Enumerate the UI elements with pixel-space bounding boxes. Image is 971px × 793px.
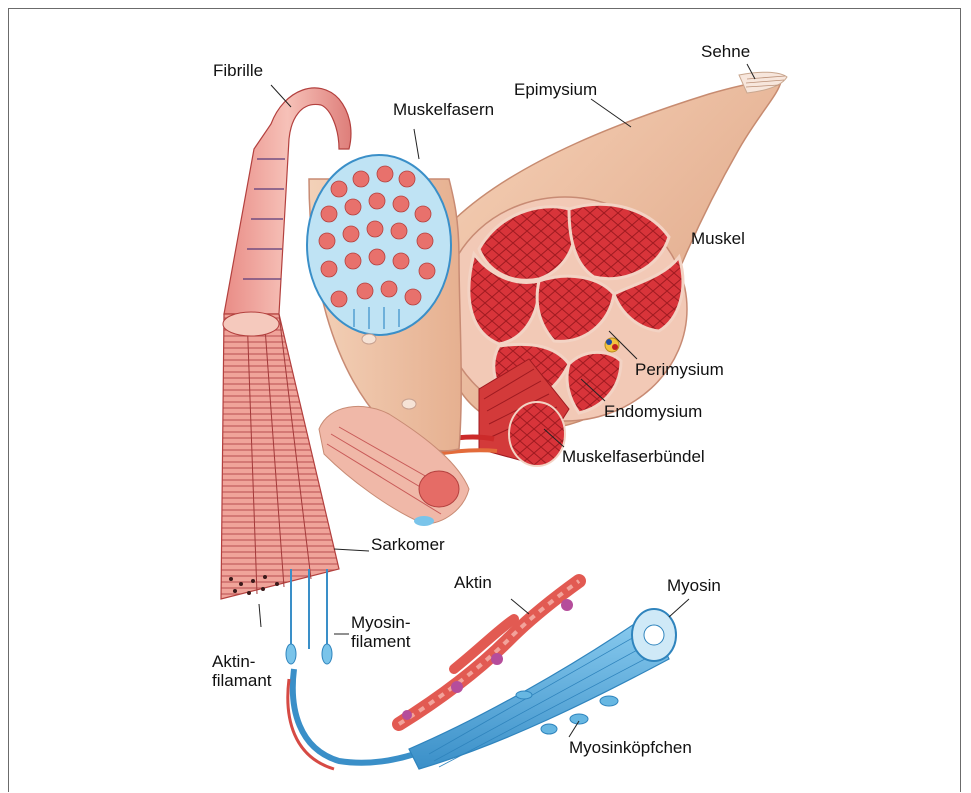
label-aktin: Aktin [454,573,492,592]
label-aktinfilamant-line1: Aktin- [212,652,272,671]
label-myosinfilament-line1: Myosin- [351,613,411,632]
label-myosinfilament: Myosin- filament [351,613,411,651]
muscle-anatomy-illustration [9,9,962,793]
label-sehne: Sehne [701,42,750,61]
muscle-fiber [307,155,461,451]
label-epimysium: Epimysium [514,80,597,99]
label-muskelfaserbuendel: Muskelfaserbündel [562,447,705,466]
label-myosinfilament-line2: filament [351,632,411,651]
label-fibrille: Fibrille [213,61,263,80]
label-endomysium: Endomysium [604,402,702,421]
label-myosinkoepfchen: Myosinköpfchen [569,738,692,757]
muscle-whole [443,72,787,429]
label-aktinfilamant: Aktin- filamant [212,652,272,690]
label-aktinfilamant-line2: filamant [212,671,272,690]
figure-frame: Sehne Fibrille Epimysium Muskelfasern Mu… [8,8,961,792]
label-muskel: Muskel [691,229,745,248]
label-sarkomer: Sarkomer [371,535,445,554]
fibril [221,88,351,599]
label-muskelfasern: Muskelfasern [393,100,494,119]
label-myosin: Myosin [667,576,721,595]
label-perimysium: Perimysium [635,360,724,379]
